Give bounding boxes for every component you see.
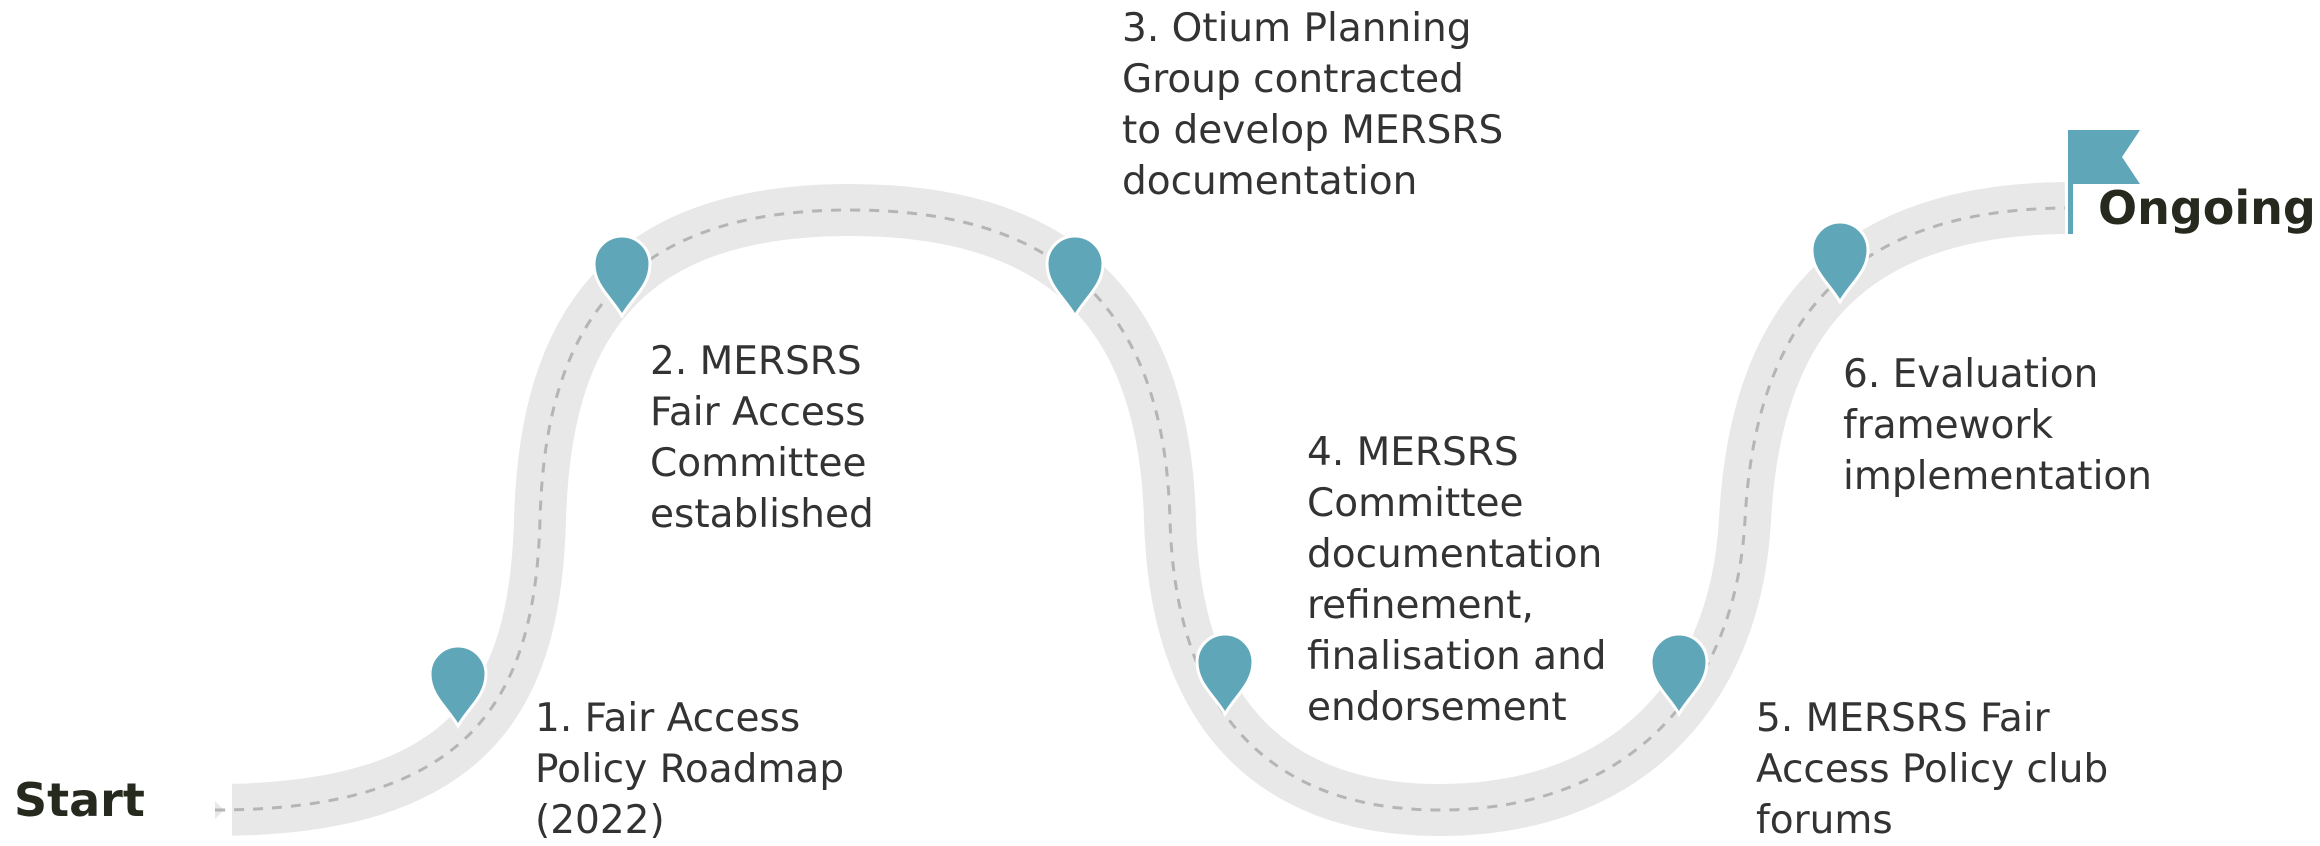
milestone-5-label: 5. MERSRS Fair Access Policy club forums xyxy=(1756,696,2109,843)
milestone-4-label: 4. MERSRS Committee documentation refine… xyxy=(1307,430,1607,730)
milestone-6-label: 6. Evaluation framework implementation xyxy=(1843,352,2153,499)
map-pin-icon xyxy=(1195,632,1255,718)
map-pin-icon xyxy=(428,644,488,730)
milestone-3-label: 3. Otium Planning Group contracted to de… xyxy=(1122,6,1504,204)
road-start-notch xyxy=(198,784,232,836)
flag-icon xyxy=(2068,130,2140,234)
ongoing-label: Ongoing xyxy=(2098,181,2316,235)
start-label: Start xyxy=(14,773,145,827)
milestone-1-label: 1. Fair Access Policy Roadmap (2022) xyxy=(535,696,845,843)
milestone-2-label: 2. MERSRS Fair Access Committee establis… xyxy=(650,339,874,537)
map-pin-icon xyxy=(592,234,652,320)
map-pin-icon xyxy=(1810,220,1870,306)
map-pin-icon xyxy=(1649,632,1709,718)
road-center-dashes xyxy=(214,206,2066,812)
map-pin-icon xyxy=(1045,234,1105,320)
